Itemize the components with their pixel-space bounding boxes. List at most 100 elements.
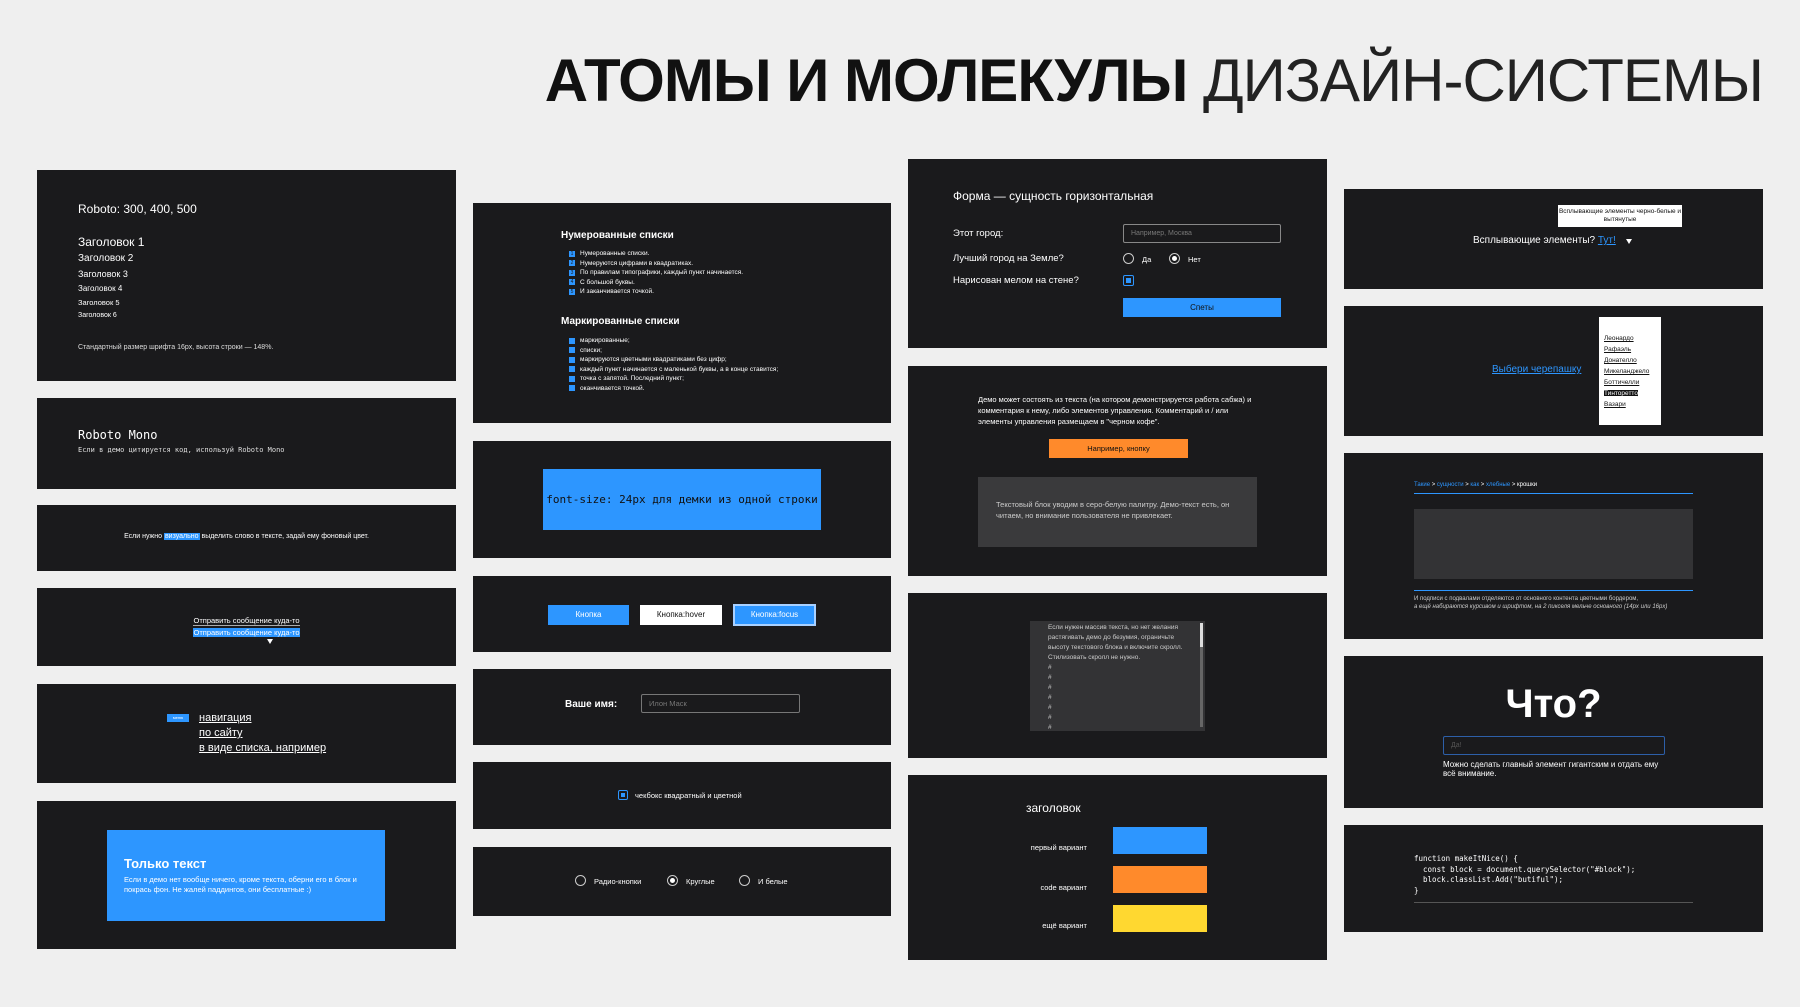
font-size-box: font-size: 24px для демки из одной строк… bbox=[543, 469, 821, 530]
caption: И подписи с подвалами отделяются от осно… bbox=[1414, 596, 1668, 610]
heading-6: Заголовок 6 bbox=[78, 312, 117, 319]
buttons-card: Кнопка Кнопка:hover Кнопка:focus bbox=[473, 576, 891, 652]
breadcrumb-item[interactable]: хлебные bbox=[1485, 482, 1511, 488]
nav-item-3[interactable]: в виде списка, например bbox=[199, 742, 327, 754]
menu-item[interactable]: Леонардо bbox=[1604, 335, 1634, 342]
submit-button[interactable]: Спеты bbox=[1123, 298, 1281, 317]
menu-item[interactable]: Микеланджело bbox=[1604, 368, 1650, 375]
swatch-blue bbox=[1113, 827, 1207, 854]
demo-description: Демо может состоять из текста (на которо… bbox=[978, 395, 1252, 426]
swatch-yellow bbox=[1113, 905, 1207, 932]
heading-2: Заголовок 2 bbox=[78, 253, 134, 264]
swatches-heading: заголовок bbox=[1026, 801, 1081, 815]
nav-item-1[interactable]: навигация bbox=[199, 712, 252, 724]
send-link[interactable]: Отправить сообщение куда-то bbox=[37, 616, 456, 626]
gray-text-block: Текстовый блок уводим в серо-белую палит… bbox=[978, 477, 1257, 547]
list-item: каждый пункт начинается с маленькой букв… bbox=[569, 365, 778, 375]
city-input[interactable]: Например, Москва bbox=[1123, 224, 1281, 243]
checkbox-card: чекбокс квадратный и цветной bbox=[473, 762, 891, 829]
only-text-box: Только текст Если в демо нет вообще ниче… bbox=[107, 830, 385, 921]
radio-1[interactable] bbox=[575, 875, 586, 886]
scroll-card: Если нужен массив текста, но нет желания… bbox=[908, 593, 1327, 758]
name-input[interactable]: Илон Маск bbox=[641, 694, 800, 713]
title-light: ДИЗАЙН-СИСТЕМЫ bbox=[1202, 47, 1764, 114]
swatch-orange bbox=[1113, 866, 1207, 893]
roboto-weights: Roboto: 300, 400, 500 bbox=[78, 202, 197, 216]
only-text-body: Если в демо нет вообще ничего, кроме тек… bbox=[124, 875, 357, 894]
page-title: АТОМЫ И МОЛЕКУЛЫ ДИЗАЙН-СИСТЕМЫ bbox=[544, 46, 1764, 115]
turtle-dropdown-link[interactable]: Выбери черепашку bbox=[1492, 364, 1582, 375]
chalk-label: Нарисован мелом на стене? bbox=[953, 275, 1079, 286]
only-text-heading: Только текст bbox=[124, 856, 207, 871]
scroll-area[interactable]: Если нужен массив текста, но нет желания… bbox=[1030, 621, 1205, 731]
best-city-label: Лучший город на Земле? bbox=[953, 253, 1064, 264]
radio-3[interactable] bbox=[739, 875, 750, 886]
scrollbar-track[interactable] bbox=[1200, 623, 1203, 727]
list-item: оканчивается точкой. bbox=[569, 384, 778, 394]
giant-text: Что? bbox=[1505, 682, 1602, 726]
variant-1-label: первый вариант bbox=[1030, 843, 1087, 852]
heading-5: Заголовок 5 bbox=[78, 298, 120, 307]
no-radio[interactable] bbox=[1169, 253, 1180, 264]
breadcrumb-item[interactable]: сущности bbox=[1436, 482, 1464, 488]
breadcrumb-item[interactable]: как bbox=[1470, 482, 1480, 488]
variant-3-label: ещё вариант bbox=[1042, 921, 1087, 930]
standard-size-note: Стандартный размер шрифта 16px, высота с… bbox=[78, 344, 274, 351]
tooltip-trigger-link[interactable]: Тут! bbox=[1597, 235, 1616, 246]
tooltip-card: Всплывающие элементы черно-белые и вытян… bbox=[1344, 189, 1763, 289]
breadcrumb-divider bbox=[1414, 493, 1693, 494]
variant-2-label: code вариант bbox=[1040, 883, 1087, 892]
example-button[interactable]: Например, кнопку bbox=[1049, 439, 1188, 458]
chalk-checkbox[interactable] bbox=[1123, 275, 1134, 286]
name-field-card: Ваше имя: Илон Маск bbox=[473, 669, 891, 745]
default-button[interactable]: Кнопка bbox=[548, 605, 629, 625]
title-bold: АТОМЫ И МОЛЕКУЛЫ bbox=[544, 47, 1189, 114]
menu-item[interactable]: Боттичелли bbox=[1604, 379, 1640, 386]
scrollbar-thumb[interactable] bbox=[1200, 623, 1203, 647]
send-link-selected[interactable]: Отправить сообщение куда-то bbox=[37, 628, 456, 637]
menu-item[interactable]: Тинторетто bbox=[1604, 390, 1638, 397]
send-link-selected-text: Отправить сообщение куда-то bbox=[193, 628, 300, 637]
mono-text: Если в демо цитируется код, используй Ro… bbox=[78, 446, 285, 454]
mono-title: Roboto Mono bbox=[78, 428, 158, 442]
nav-item-2[interactable]: по сайту bbox=[199, 727, 243, 739]
heading-4: Заголовок 4 bbox=[78, 284, 123, 293]
heading-1: Заголовок 1 bbox=[78, 235, 145, 249]
typography-card: Roboto: 300, 400, 500 Заголовок 1 Заголо… bbox=[37, 170, 456, 381]
bulleted-title: Маркированные списки bbox=[561, 316, 680, 327]
dropdown-card: Выбери черепашку Леонардо Рафаэль Донате… bbox=[1344, 306, 1763, 436]
radio-2[interactable] bbox=[667, 875, 678, 886]
giant-input[interactable]: Да! bbox=[1443, 736, 1665, 755]
giant-card: Что? Да! Можно сделать главный элемент г… bbox=[1344, 656, 1763, 808]
form-title: Форма — сущность горизонтальная bbox=[953, 189, 1154, 203]
menu-item[interactable]: Донателло bbox=[1604, 357, 1637, 364]
radio-3-label: И белые bbox=[758, 877, 788, 886]
font-size-text: font-size: 24px для демки из одной строк… bbox=[546, 493, 818, 506]
nav-card: меню навигация по сайту в виде списка, н… bbox=[37, 684, 456, 783]
breadcrumb: Такие > сущности > как > хлебные > крошк… bbox=[1414, 482, 1538, 488]
focus-button[interactable]: Кнопка:focus bbox=[733, 604, 816, 626]
name-label: Ваше имя: bbox=[565, 699, 618, 710]
menu-item[interactable]: Рафаэль bbox=[1604, 346, 1632, 353]
menu-item[interactable]: Вазари bbox=[1604, 401, 1626, 408]
content-placeholder bbox=[1414, 509, 1693, 579]
yes-label: Да bbox=[1142, 255, 1152, 264]
city-label: Этот город: bbox=[953, 228, 1004, 239]
heading-3: Заголовок 3 bbox=[78, 269, 128, 279]
colored-checkbox[interactable] bbox=[618, 790, 628, 800]
only-text-card: Только текст Если в демо нет вообще ниче… bbox=[37, 801, 456, 949]
mono-card: Roboto Mono Если в демо цитируется код, … bbox=[37, 398, 456, 489]
hover-button[interactable]: Кнопка:hover bbox=[640, 605, 722, 625]
cursor-icon bbox=[267, 639, 273, 644]
send-link-text: Отправить сообщение куда-то bbox=[193, 616, 300, 626]
breadcrumbs-card: Такие > сущности > как > хлебные > крошк… bbox=[1344, 453, 1763, 639]
breadcrumb-item[interactable]: Такие bbox=[1414, 482, 1431, 488]
form-card: Форма — сущность горизонтальная Этот гор… bbox=[908, 159, 1327, 348]
highlight-before: Если нужно bbox=[124, 533, 164, 540]
yes-radio[interactable] bbox=[1123, 253, 1134, 264]
